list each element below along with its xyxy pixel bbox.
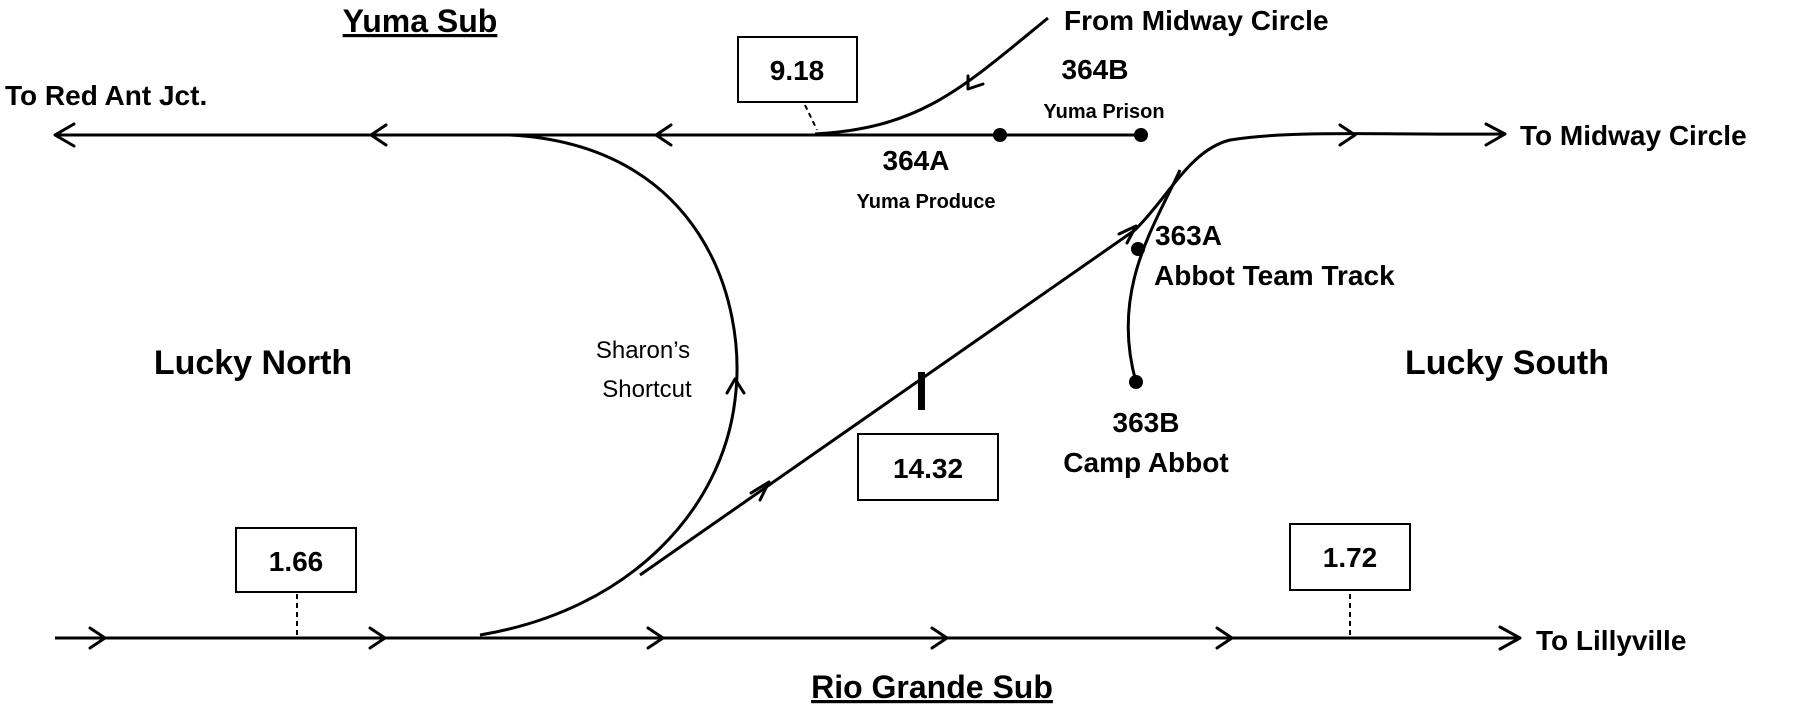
to-midway-label: To Midway Circle xyxy=(1520,120,1747,151)
spot-364a-dot xyxy=(993,128,1007,142)
rg-arrow-4 xyxy=(930,626,949,650)
rg-arrow-1 xyxy=(88,626,107,650)
spot-363a-dot xyxy=(1131,242,1145,256)
lucky-south-label: Lucky South xyxy=(1405,344,1609,382)
from-midway-label: From Midway Circle xyxy=(1064,5,1329,36)
mp-166-label: 1.66 xyxy=(269,546,324,577)
diagonal-arrow-2 xyxy=(1117,224,1138,245)
lucky-north-label: Lucky North xyxy=(154,344,352,382)
rg-arrowhead-east xyxy=(1498,625,1522,651)
shortcut-label-line2: Shortcut xyxy=(602,376,692,403)
spot-363b-name: Camp Abbot xyxy=(1063,447,1228,478)
from-midway-curve xyxy=(814,16,1049,136)
mp-918-label: 9.18 xyxy=(770,55,825,86)
rg-arrow-5 xyxy=(1215,626,1234,650)
spot-364a-code: 364A xyxy=(883,145,950,176)
mp-166-box xyxy=(235,527,357,593)
diagonal-arrow-1 xyxy=(749,480,771,502)
mp-172-box xyxy=(1289,523,1411,591)
to-red-ant-label: To Red Ant Jct. xyxy=(5,80,207,111)
mp-1432-box xyxy=(857,433,999,501)
spot-363a-code: 363A xyxy=(1155,220,1222,251)
yuma-sub-title: Yuma Sub xyxy=(343,3,498,39)
to-lillyville-label: To Lillyville xyxy=(1536,625,1686,656)
spot-364b-name: Yuma Prison xyxy=(1043,101,1164,123)
rio-grande-sub-title: Rio Grande Sub xyxy=(811,669,1053,705)
sharons-shortcut-track xyxy=(479,133,739,637)
arrow-west-2 xyxy=(654,123,673,147)
rg-arrow-2 xyxy=(368,626,387,650)
mp-1432-label: 14.32 xyxy=(893,453,963,484)
diagonal-mainline xyxy=(639,132,1506,577)
spot-363b-dot xyxy=(1129,375,1143,389)
mp-1432-tick xyxy=(918,372,925,410)
shortcut-arrow xyxy=(725,377,746,395)
rg-arrow-3 xyxy=(646,626,665,650)
spot-364a-name: Yuma Produce xyxy=(857,191,996,213)
spot-363a-name: Abbot Team Track xyxy=(1154,260,1395,291)
spot-364b-code: 364B xyxy=(1062,54,1129,85)
mp-172-label: 1.72 xyxy=(1323,542,1378,573)
midway-arrow-mid xyxy=(1338,123,1357,147)
midway-arrowhead xyxy=(1484,122,1507,147)
arrow-west-1 xyxy=(369,123,388,147)
mp-918-leader xyxy=(804,104,818,131)
from-midway-arrow xyxy=(966,74,985,91)
arrowhead-west-end xyxy=(53,122,76,148)
mp-918-box xyxy=(737,36,858,103)
spot-364b-dot xyxy=(1134,128,1148,142)
spot-363b-code: 363B xyxy=(1113,407,1180,438)
abbot-spur-track xyxy=(1126,169,1182,383)
shortcut-label-line1: Sharon’s xyxy=(596,337,690,364)
